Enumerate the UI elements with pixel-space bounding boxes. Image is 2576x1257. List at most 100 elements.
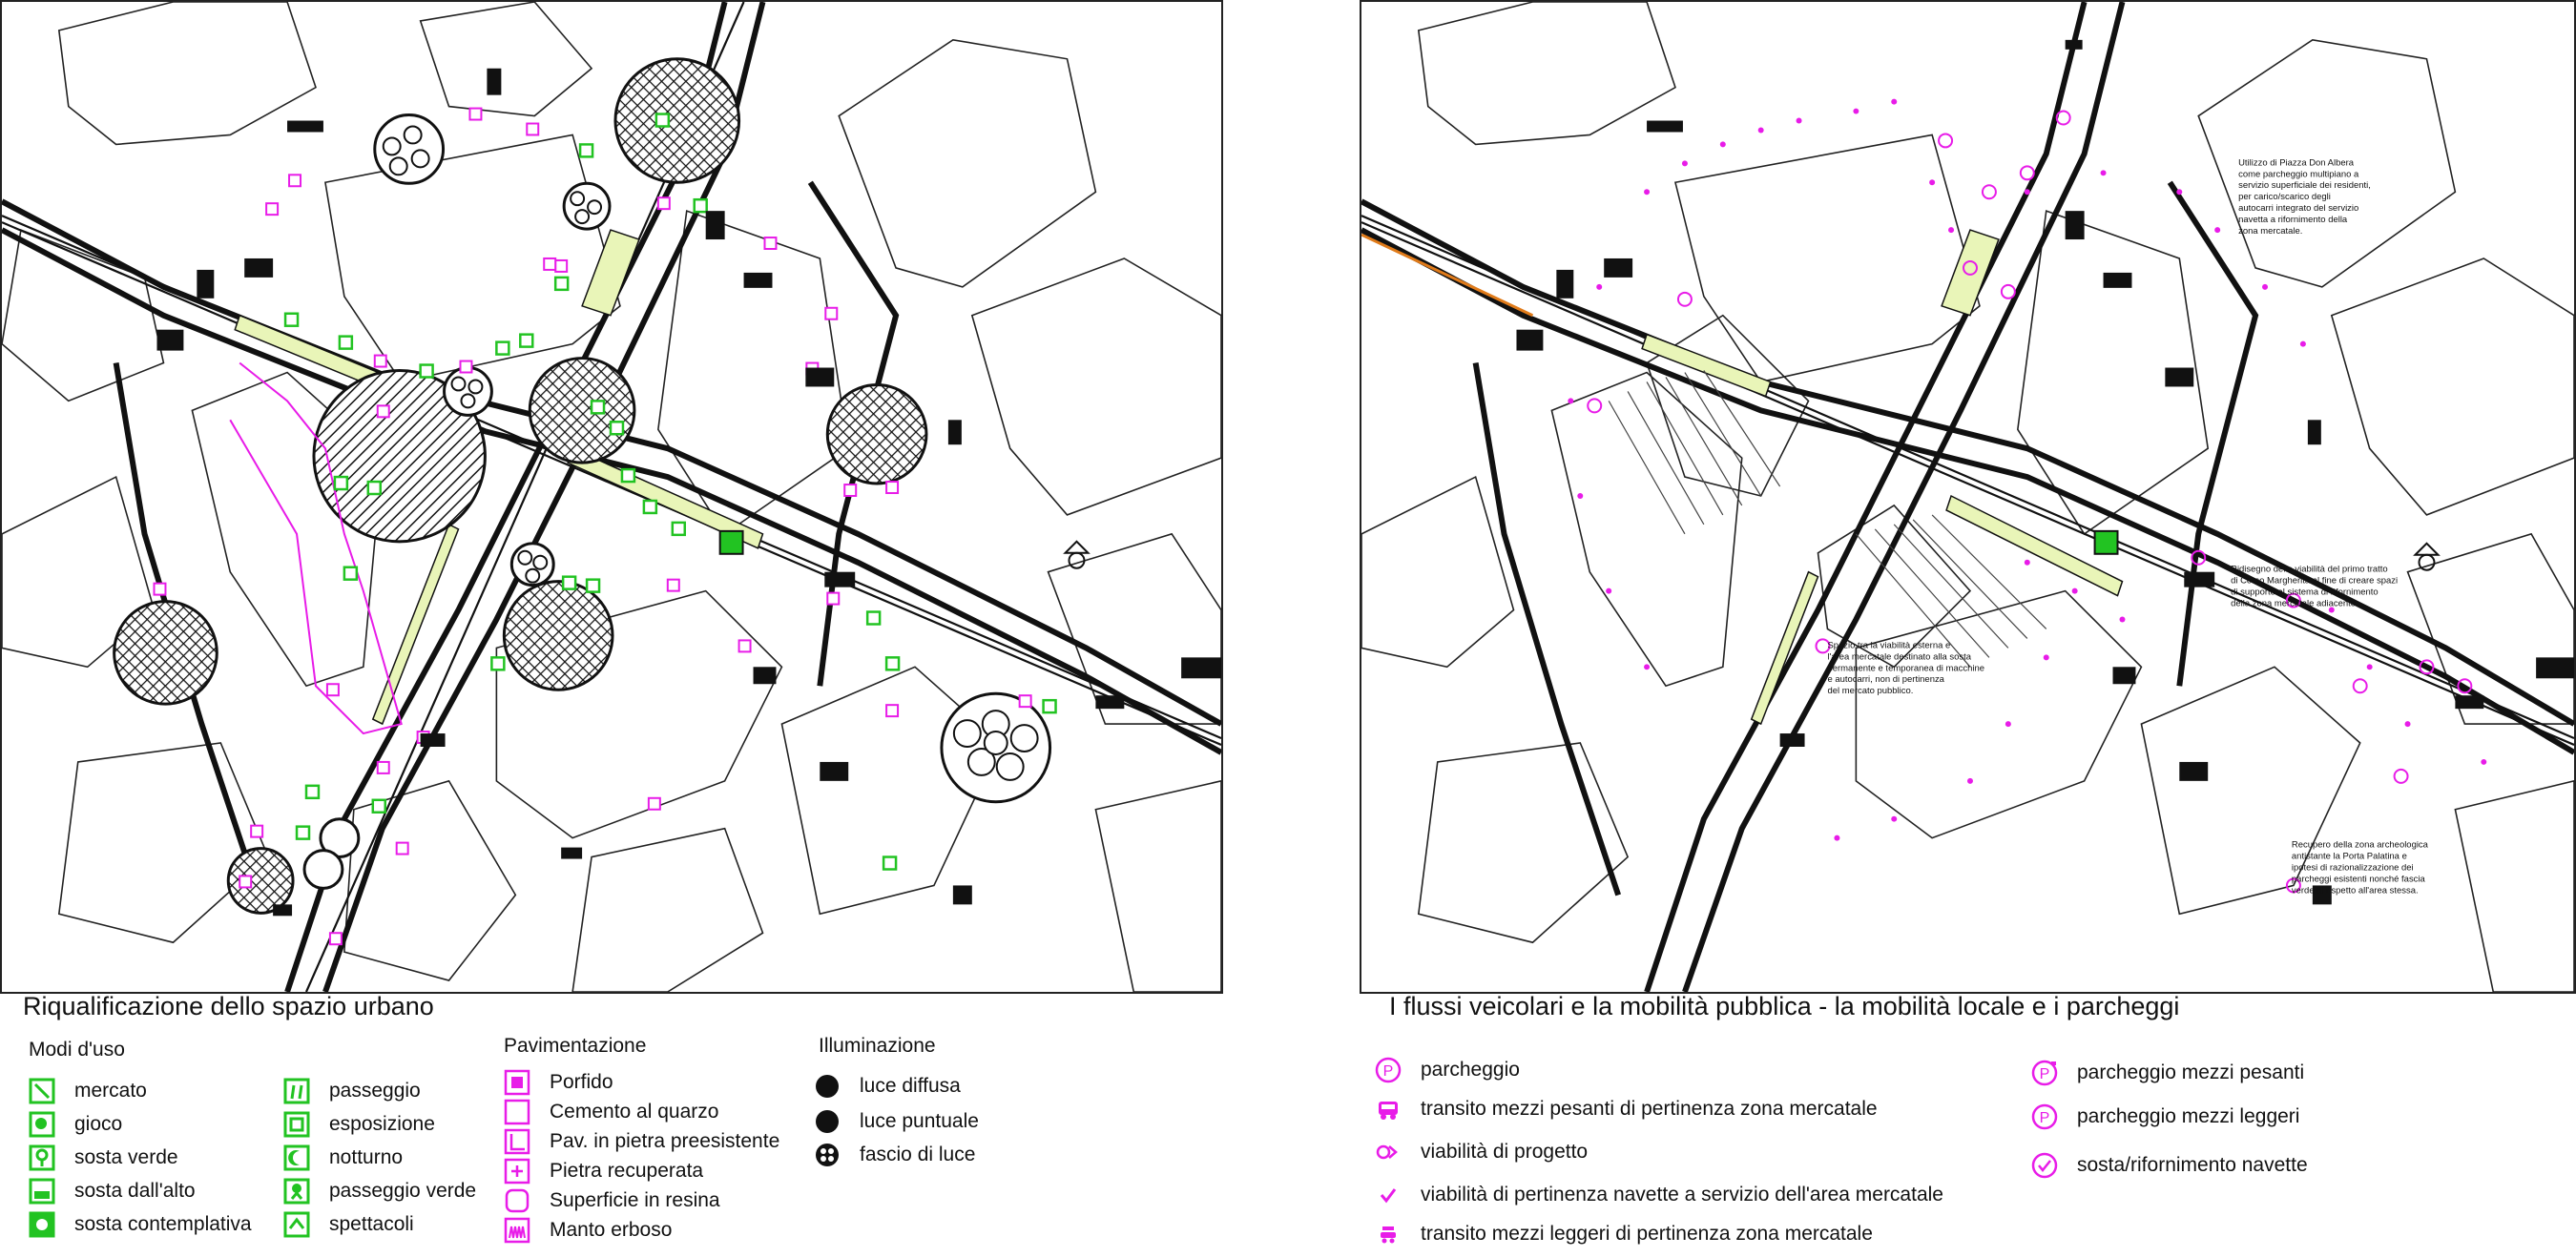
legend-spettacoli: spettacoli: [283, 1208, 414, 1241]
legend-label: passeggio: [329, 1080, 421, 1102]
legend-label: sosta/rifornimento navette: [2077, 1154, 2308, 1176]
legend-gioco: gioco: [29, 1108, 122, 1141]
legend-sosta-verde: sosta verde: [29, 1142, 178, 1174]
legend-label: parcheggio mezzi leggeri: [2077, 1105, 2300, 1127]
legend-sosta-rifornimento-navette: sosta/rifornimento navette: [2031, 1149, 2308, 1182]
legend-label: parcheggio: [1421, 1059, 1520, 1081]
legend-label: sosta dall'alto: [74, 1180, 196, 1202]
svg-text:P: P: [1383, 1063, 1394, 1080]
legend-label: transito mezzi leggeri di pertinenza zon…: [1421, 1223, 1873, 1245]
shuttle-stop-icon: [2031, 1152, 2058, 1179]
legend-label: Pietra recuperata: [550, 1160, 704, 1182]
legend-label: Cemento al quarzo: [550, 1101, 719, 1123]
legend-label: Manto erboso: [550, 1219, 673, 1241]
legend-parcheggio: P parcheggio: [1375, 1054, 1520, 1086]
mobility-map: Utilizzo di Piazza Don Albera come parch…: [1360, 0, 2576, 994]
legend-manto-erboso: Manto erboso: [504, 1214, 672, 1247]
legend-porfido: Porfido: [504, 1066, 613, 1099]
play-icon: [29, 1111, 55, 1138]
parking-icon: P: [1375, 1057, 1402, 1083]
porfido-swatch: [504, 1069, 530, 1096]
legend-pietra-recuperata: Pietra recuperata: [504, 1155, 703, 1187]
legend-luce-diffusa: luce diffusa: [814, 1070, 961, 1102]
map-note-1: Utilizzo di Piazza Don Albera come parch…: [2238, 157, 2373, 237]
parking-sign: [2413, 542, 2441, 571]
pavimentazione-heading: Pavimentazione: [504, 1035, 647, 1057]
highlighted-green-marker: [718, 529, 744, 555]
diffuse-light-icon: [814, 1073, 841, 1100]
recovered-stone-swatch: [504, 1158, 530, 1185]
legend-mercato: mercato: [29, 1075, 147, 1107]
legend-label: esposizione: [329, 1113, 435, 1135]
legend-label: sosta verde: [74, 1146, 178, 1168]
legend-sosta-dall-alto: sosta dall'alto: [29, 1175, 196, 1207]
elevated-rest-icon: [29, 1178, 55, 1205]
legend-transito-mezzi-leggeri: transito mezzi leggeri di pertinenza zon…: [1375, 1218, 1873, 1250]
modi-uso-heading: Modi d'uso: [29, 1039, 125, 1061]
legend-label: mercato: [74, 1080, 147, 1102]
legend-cemento-al-quarzo: Cemento al quarzo: [504, 1096, 718, 1128]
highlighted-green-marker: [2093, 529, 2119, 555]
legend-label: Porfido: [550, 1071, 613, 1093]
legend-label: luce puntuale: [860, 1110, 979, 1132]
legend-parcheggio-mezzi-pesanti: P parcheggio mezzi pesanti: [2031, 1057, 2304, 1089]
grass-surface-swatch: [504, 1217, 530, 1244]
legend-label: parcheggio mezzi pesanti: [2077, 1061, 2305, 1083]
show-icon: [283, 1211, 310, 1238]
existing-stone-swatch: [504, 1128, 530, 1155]
exhibition-icon: [283, 1111, 310, 1138]
project-road-icon: [1375, 1139, 1402, 1165]
legend-fascio-di-luce: fascio di luce: [814, 1139, 975, 1171]
legend-pav-pietra-preesistente: Pav. in pietra preesistente: [504, 1125, 779, 1158]
legend-sosta-contemplativa: sosta contemplativa: [29, 1208, 252, 1241]
light-beam-icon: [814, 1142, 841, 1168]
heavy-parking-icon: P: [2031, 1060, 2058, 1086]
shuttle-road-icon: [1375, 1182, 1402, 1208]
resin-surface-swatch: [504, 1187, 530, 1214]
green-rest-icon: [29, 1144, 55, 1171]
legend-label: fascio di luce: [860, 1144, 976, 1165]
urban-space-map: [0, 0, 1223, 994]
legend-passeggio: passeggio: [283, 1075, 421, 1107]
legend-label: sosta contemplativa: [74, 1213, 252, 1235]
walk-icon: [283, 1078, 310, 1104]
urban-space-map-drawing: [2, 2, 1221, 992]
legend-label: luce diffusa: [860, 1075, 961, 1097]
svg-text:P: P: [2040, 1110, 2050, 1126]
quartz-concrete-swatch: [504, 1099, 530, 1125]
svg-text:P: P: [2040, 1066, 2050, 1082]
map-note-4: Recupero della zona archeologica antista…: [2292, 840, 2431, 896]
light-vehicle-icon: [1375, 1221, 1402, 1247]
legend-esposizione: esposizione: [283, 1108, 435, 1141]
green-walk-icon: [283, 1178, 310, 1205]
illuminazione-heading: Illuminazione: [819, 1035, 936, 1057]
spot-light-icon: [814, 1108, 841, 1135]
legend-label: passeggio verde: [329, 1180, 477, 1202]
map-note-2: Ridisegno della viabilità del primo trat…: [2231, 565, 2400, 609]
legend-label: viabilità di pertinenza navette a serviz…: [1421, 1184, 1943, 1205]
map-note-3: Spazio tra la viabilità esterna e l'area…: [1827, 640, 1986, 696]
legend-passeggio-verde: passeggio verde: [283, 1175, 476, 1207]
legend-notturno: notturno: [283, 1142, 403, 1174]
legend-label: Pav. in pietra preesistente: [550, 1130, 780, 1152]
parking-sign: [1063, 540, 1091, 569]
legend-label: spettacoli: [329, 1213, 414, 1235]
legend-label: gioco: [74, 1113, 123, 1135]
legend-superficie-in-resina: Superficie in resina: [504, 1185, 720, 1217]
legend-label: viabilità di progetto: [1421, 1141, 1589, 1163]
legend-label: Superficie in resina: [550, 1189, 720, 1211]
right-panel-title: I flussi veicolari e la mobilità pubblic…: [1389, 992, 2180, 1020]
mobility-map-drawing: Utilizzo di Piazza Don Albera come parch…: [1361, 2, 2574, 992]
legend-transito-mezzi-pesanti: transito mezzi pesanti di pertinenza zon…: [1375, 1093, 1878, 1125]
legend-label: notturno: [329, 1146, 404, 1168]
light-parking-icon: P: [2031, 1103, 2058, 1130]
legend-label: transito mezzi pesanti di pertinenza zon…: [1421, 1098, 1878, 1120]
legend-viabilita-navette: viabilità di pertinenza navette a serviz…: [1375, 1179, 1943, 1211]
legend-parcheggio-mezzi-leggeri: P parcheggio mezzi leggeri: [2031, 1101, 2299, 1133]
contemplative-rest-icon: [29, 1211, 55, 1238]
legend-luce-puntuale: luce puntuale: [814, 1105, 979, 1138]
night-icon: [283, 1144, 310, 1171]
legend-viabilita-di-progetto: viabilità di progetto: [1375, 1136, 1588, 1168]
market-icon: [29, 1078, 55, 1104]
heavy-vehicle-icon: [1375, 1096, 1402, 1123]
